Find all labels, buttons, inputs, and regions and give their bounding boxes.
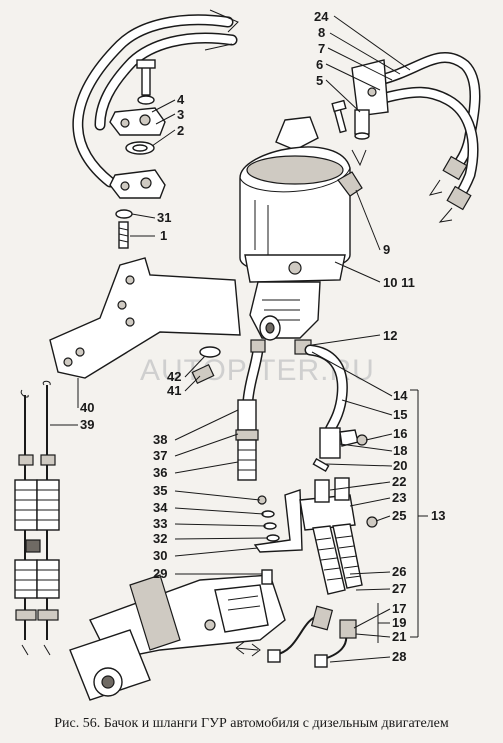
callout-42: 42 xyxy=(167,369,181,384)
leader-lines xyxy=(50,15,428,663)
callout-15: 15 xyxy=(393,407,407,422)
callout-12: 12 xyxy=(383,328,397,343)
callout-2: 2 xyxy=(177,123,184,138)
right-hose-14-15 xyxy=(294,339,368,473)
banjo-fitting-upper xyxy=(109,59,166,249)
callout-27: 27 xyxy=(392,581,406,596)
callout-29: 29 xyxy=(153,566,167,581)
exploded-view-diagram: AUTOPITER.RU xyxy=(14,9,481,701)
callout-28: 28 xyxy=(392,649,406,664)
callout-3: 3 xyxy=(177,107,184,122)
steering-gear-box xyxy=(69,569,286,701)
top-left-return-hose xyxy=(72,9,239,188)
callout-34: 34 xyxy=(153,500,168,515)
callout-16: 16 xyxy=(393,426,407,441)
callout-26: 26 xyxy=(392,564,406,579)
callout-20: 20 xyxy=(393,458,407,473)
callout-40: 40 xyxy=(80,400,94,415)
callout-17: 17 xyxy=(392,601,406,616)
bolt-5 xyxy=(331,99,347,134)
reservoir-tank xyxy=(239,116,363,341)
callout-41: 41 xyxy=(167,383,181,398)
callout-31: 31 xyxy=(157,210,171,225)
hose-clamp-upper xyxy=(351,59,389,140)
callout-8: 8 xyxy=(318,25,325,40)
callout-35: 35 xyxy=(153,483,167,498)
callout-24: 24 xyxy=(314,9,329,24)
callout-30: 30 xyxy=(153,548,167,563)
callout-13: 13 xyxy=(431,508,445,523)
callout-37: 37 xyxy=(153,448,167,463)
callout-22: 22 xyxy=(392,474,406,489)
callout-21: 21 xyxy=(392,629,406,644)
callout-39: 39 xyxy=(80,417,94,432)
callout-9: 9 xyxy=(383,242,390,257)
callout-1: 1 xyxy=(160,228,167,243)
callout-10-11: 10 11 xyxy=(383,275,415,290)
callout-6: 6 xyxy=(316,57,323,72)
callout-25: 25 xyxy=(392,508,406,523)
callout-36: 36 xyxy=(153,465,167,480)
left-hose-assembly xyxy=(14,380,60,656)
callout-32: 32 xyxy=(153,531,167,546)
callout-23: 23 xyxy=(392,490,406,505)
lower-pipes xyxy=(267,605,357,668)
callout-labels: 24 8 7 6 5 4 3 2 31 1 9 10 11 12 42 41 4… xyxy=(80,9,445,664)
callout-4: 4 xyxy=(177,92,185,107)
callout-38: 38 xyxy=(153,432,167,447)
center-hose-36-38 xyxy=(235,339,266,481)
callout-19: 19 xyxy=(392,615,406,630)
pump-bracket xyxy=(49,257,241,379)
figure-caption: Рис. 56. Бачок и шланги ГУР автомобиля с… xyxy=(54,716,449,731)
callout-18: 18 xyxy=(393,443,407,458)
clamp-bracket-and-hoses xyxy=(253,477,378,595)
callout-14: 14 xyxy=(393,388,408,403)
callout-33: 33 xyxy=(153,516,167,531)
callout-5: 5 xyxy=(316,73,323,88)
callout-7: 7 xyxy=(318,41,325,56)
top-right-hoses xyxy=(351,51,481,223)
